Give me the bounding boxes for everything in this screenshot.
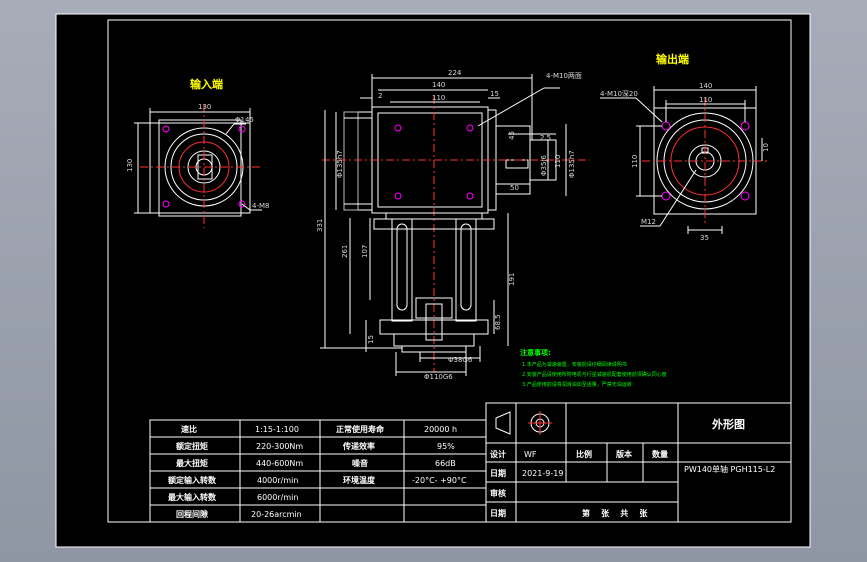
spec-r1-c4: 20000 h <box>424 425 457 434</box>
dim-main-2-5: 2.5 <box>540 134 551 142</box>
dim-main-224: 224 <box>448 69 462 77</box>
main-front-view: 224 140 110 2 15 4-M10两面 45 2.5 Φ35j6 11… <box>316 69 590 381</box>
dim-main-phi135-right: Φ135h7 <box>568 150 576 178</box>
dim-main-50: 50 <box>510 184 519 192</box>
dim-main-phi35: Φ35j6 <box>540 155 548 176</box>
notes-item-1: 1.本产品为减速装置，安装前请仔细阅读说明书 <box>522 361 627 368</box>
dim-main-68-5: 68.5 <box>494 314 502 330</box>
input-end-label: 输入端 <box>190 77 223 91</box>
spec-r3-c4: 66dB <box>435 459 456 468</box>
dim-main-4m10: 4-M10两面 <box>546 72 582 80</box>
spec-r4-c3: 环境温度 <box>343 475 376 485</box>
review-label: 审核 <box>490 488 506 498</box>
dim-output-140: 140 <box>699 82 712 90</box>
dim-main-2: 2 <box>378 92 382 100</box>
spec-r3-c2: 440-600Nm <box>256 459 303 468</box>
dim-main-331: 331 <box>316 219 324 232</box>
date2-label: 日期 <box>490 508 506 518</box>
drawing-title: 外形图 <box>711 417 745 431</box>
dim-main-45: 45 <box>508 131 516 140</box>
dim-input-4m8: 4-M8 <box>252 202 269 210</box>
dim-main-phi135-left: Φ135h7 <box>336 150 344 178</box>
spec-r2-c3: 传递效率 <box>342 441 375 451</box>
spec-r3-c3: 噪音 <box>352 458 368 468</box>
sheet-text: 第 张 共 张 <box>582 508 648 518</box>
spec-r1-c2: 1:15-1:100 <box>255 425 299 434</box>
dim-main-261: 261 <box>341 245 349 258</box>
dim-main-191: 191 <box>508 273 516 286</box>
dim-main-phi110: Φ110G6 <box>424 373 453 381</box>
notes-block: 注意事项: 1.本产品为减速装置，安装前请仔细阅读说明书 2.安装产品请使用所附… <box>520 348 667 388</box>
dim-main-15-bottom: 15 <box>367 335 375 344</box>
notes-item-3: 3.产品使用前请将润滑油加至适量，严禁无油运转 <box>522 381 632 388</box>
notes-item-2: 2.安装产品请使用所附电机与行星减速机配套使用前须确认同心度 <box>522 371 667 378</box>
dim-output-35: 35 <box>700 234 709 242</box>
scale-label: 比例 <box>576 449 592 459</box>
spec-r4-c2: 4000r/min <box>257 476 298 485</box>
spec-r5-c2: 6000r/min <box>257 493 298 502</box>
model-name: PW140单轴 PGH115-L2 <box>684 464 775 474</box>
title-block: 外形图 设计 WF 比例 版本 数量 PW140单轴 PGH115-L2 日期 … <box>485 402 792 523</box>
spec-r6-c2: 20-26arcmin <box>251 510 302 519</box>
dim-output-10: 10 <box>762 143 770 152</box>
dim-input-width: 130 <box>198 103 211 111</box>
dim-output-110: 110 <box>699 96 712 104</box>
version-label: 版本 <box>615 449 632 459</box>
date-value: 2021-9-19 <box>522 469 563 478</box>
dim-output-4m10: 4-M10深20 <box>600 89 638 98</box>
input-end-view: 输入端 130 130 Φ145 4-M8 <box>126 77 269 228</box>
notes-title: 注意事项: <box>520 348 551 357</box>
spec-r3-c1: 最大扭矩 <box>176 458 208 468</box>
spec-r5-c1: 最大输入转数 <box>168 492 217 502</box>
dim-input-height: 130 <box>126 159 134 172</box>
dim-main-110-right: 110 <box>554 155 562 168</box>
drawing-sheet <box>55 13 811 548</box>
spec-r2-c1: 额定扭矩 <box>176 441 208 451</box>
design-value: WF <box>524 450 537 459</box>
dim-main-107: 107 <box>361 245 369 258</box>
spec-r4-c1: 额定输入转数 <box>168 475 217 485</box>
output-end-view: 输出端 140 110 4-M10深20 110 <box>600 52 770 242</box>
spec-r1-c1: 速比 <box>181 424 197 434</box>
spec-table: 速比 1:15-1:100 正常使用寿命 20000 h 额定扭矩 220-30… <box>149 419 487 523</box>
dim-output-110-vertical: 110 <box>631 155 639 168</box>
dim-main-140: 140 <box>432 81 445 89</box>
dim-main-15: 15 <box>490 90 499 98</box>
spec-r1-c3: 正常使用寿命 <box>336 424 385 434</box>
date-label: 日期 <box>490 468 506 478</box>
dim-input-phi145: Φ145 <box>235 116 254 124</box>
spec-r2-c2: 220-300Nm <box>256 442 303 451</box>
spec-r4-c4: -20°C- +90°C <box>412 476 467 485</box>
design-label: 设计 <box>490 449 506 459</box>
spec-r6-c1: 回程间隙 <box>176 509 208 519</box>
qty-label: 数量 <box>652 449 668 459</box>
dim-main-110: 110 <box>432 94 445 102</box>
dim-output-m12: M12 <box>641 218 656 226</box>
output-end-label: 输出端 <box>656 52 689 66</box>
spec-r2-c4: 95% <box>437 442 455 451</box>
dim-main-phi38: Φ38G6 <box>448 356 473 364</box>
